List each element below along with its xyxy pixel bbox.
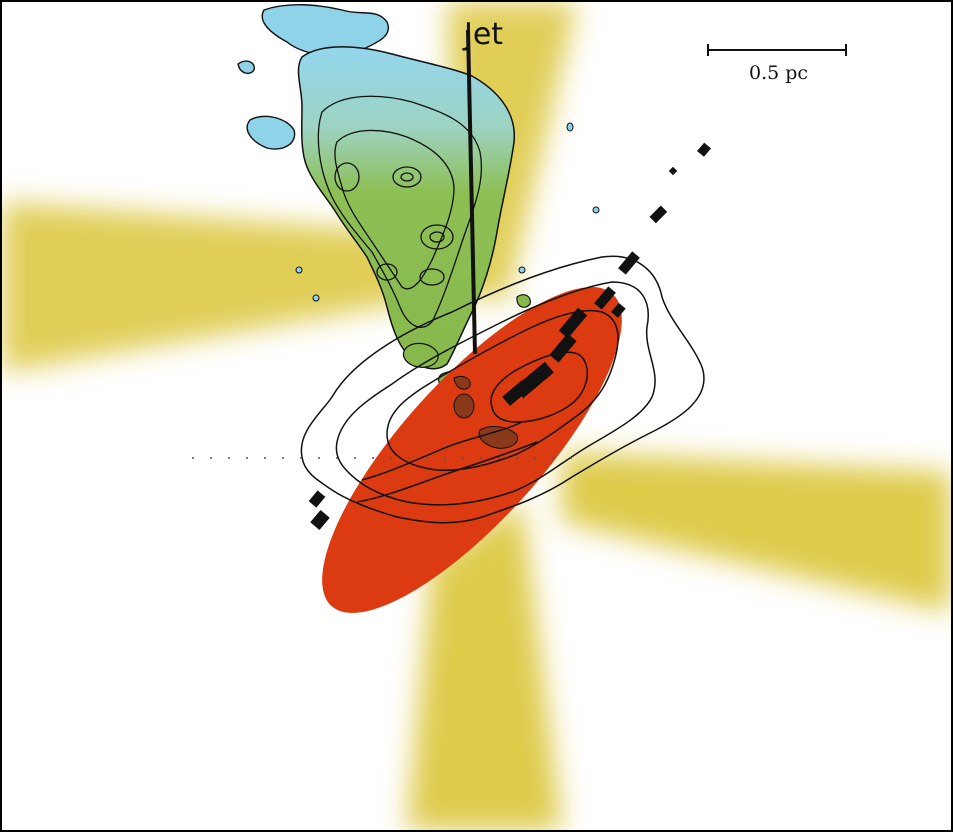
maser-4: [618, 251, 640, 275]
jet-axis-line: [466, 29, 477, 355]
jet-contour-2: [334, 129, 455, 290]
scale-bar-label: 0.5 pc: [749, 62, 808, 84]
maser-8: [549, 333, 577, 363]
jet-label: Jet: [462, 17, 503, 52]
disk-blob-c: [453, 375, 471, 390]
contour-inner-arc: [361, 421, 523, 481]
maser-5: [594, 286, 616, 310]
contour-outer: [300, 255, 705, 524]
disk-blob-b: [478, 426, 518, 449]
jet-contour-1: [317, 95, 483, 328]
contour-inner-arc-2: [356, 441, 538, 503]
disk-contours: [300, 255, 705, 524]
jet-knot-4: [419, 268, 445, 286]
disk-blob-a: [453, 393, 475, 419]
cone-upper-left: [2, 202, 412, 372]
green-blob-c: [516, 294, 531, 308]
contour-2: [335, 281, 656, 506]
blue-dot-5: [518, 266, 526, 274]
jet-knot-2: [420, 224, 454, 250]
blue-dot-2: [592, 206, 600, 214]
jet-knot-5: [376, 263, 398, 281]
blue-patch-left: [246, 115, 296, 150]
maser-7: [558, 307, 588, 339]
scale-bar: [707, 44, 847, 56]
maser-11: [308, 490, 326, 508]
maser-1: [697, 142, 712, 157]
maser-spots: [308, 142, 712, 530]
contour-4: [490, 351, 589, 423]
blue-dot-3: [295, 266, 303, 274]
blue-patch-top: [261, 4, 390, 57]
green-blob-a: [402, 342, 439, 368]
blue-dot-1: [566, 122, 574, 132]
jet-knot-3: [334, 162, 360, 192]
disk-blobs: [453, 375, 518, 449]
jet-knot-1-inner: [400, 172, 414, 182]
cone-lower-right: [562, 452, 951, 612]
maser-3: [649, 205, 668, 224]
maser-12: [310, 510, 330, 530]
blue-patch-small: [237, 60, 255, 75]
jet-knot-1: [392, 166, 422, 188]
maser-2: [668, 166, 678, 176]
faint-emission: [237, 4, 390, 150]
cone-lower-left: [407, 502, 562, 830]
jet-knot-2-inner: [429, 231, 445, 243]
maser-6: [611, 302, 626, 318]
blue-dot-4: [312, 294, 320, 302]
jet-emission-outer: [297, 46, 515, 370]
maser-10: [502, 380, 530, 406]
